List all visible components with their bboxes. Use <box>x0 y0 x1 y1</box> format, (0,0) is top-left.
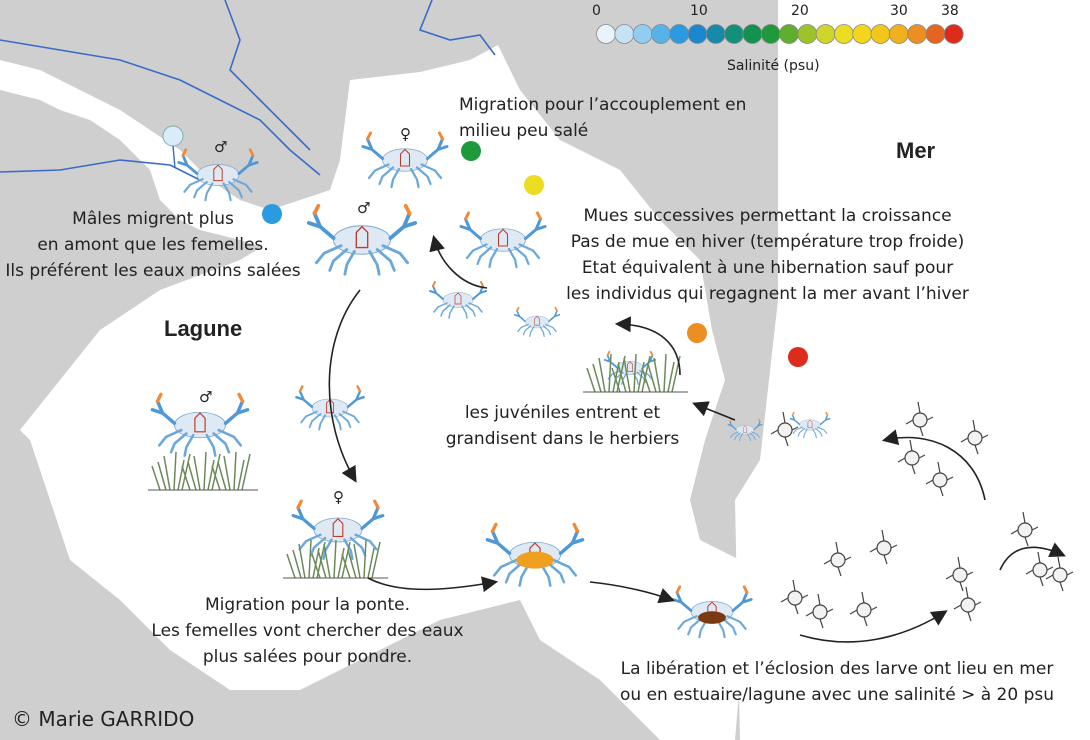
scale-tick-30: 30 <box>890 3 908 19</box>
scale-tick-20: 20 <box>791 3 809 19</box>
scale-swatch <box>888 24 909 44</box>
annotation-males: Mâles migrent plus en amont que les feme… <box>5 209 301 281</box>
river-line <box>224 0 311 151</box>
scale-tick-38: 38 <box>941 3 959 19</box>
annotation-mating: Migration pour l’accouplement en milieu … <box>459 95 747 141</box>
scale-swatch <box>687 24 708 44</box>
scale-swatch <box>925 24 946 44</box>
male-symbol: ♂ <box>199 388 213 406</box>
scale-swatch <box>779 24 799 44</box>
river-line <box>418 0 496 56</box>
male-symbol: ♂ <box>214 138 228 156</box>
migration-arrows <box>328 234 1066 643</box>
crab-berried-female <box>485 522 585 588</box>
lagoon-water <box>0 45 745 740</box>
scale-swatch <box>596 24 616 44</box>
salinity-marker-yellow <box>524 175 544 195</box>
scale-swatch <box>614 24 635 44</box>
sea-area <box>735 0 1090 740</box>
salinity-marker-red <box>788 347 808 367</box>
scale-swatch <box>852 24 873 44</box>
annotation-spawning: Migration pour la ponte. Les femelles vo… <box>151 595 464 667</box>
annotation-molting: Mues successives permettant la croissanc… <box>566 206 969 304</box>
scale-tick-10: 10 <box>690 3 708 19</box>
scale-swatch <box>651 24 671 44</box>
scale-tick-0: 0 <box>592 3 601 19</box>
region-sea-label: Mer <box>896 138 936 163</box>
scale-swatch <box>943 24 964 44</box>
annotation-larvae: La libération et l’éclosion des larve on… <box>619 659 1055 705</box>
scale-swatch <box>815 24 836 44</box>
river-line <box>0 159 201 181</box>
credit-label: © Marie GARRIDO <box>12 707 195 731</box>
region-lagoon-label: Lagune <box>164 316 243 341</box>
female-symbol: ♀ <box>400 125 411 143</box>
scale-swatch <box>669 24 690 44</box>
scale-swatch <box>870 24 891 44</box>
river-line <box>0 39 321 176</box>
salinity-marker-low <box>262 204 282 224</box>
scale-swatch <box>834 24 854 44</box>
crab-releasing-larvae <box>671 585 753 639</box>
scale-swatch <box>760 24 781 44</box>
scale-swatch <box>797 24 818 44</box>
salinity-scale <box>596 24 964 44</box>
salinity-marker-fresh <box>162 125 184 147</box>
annotation-juveniles: les juvéniles entrent et grandisent dans… <box>445 403 680 449</box>
salinity-marker-orange <box>687 323 707 343</box>
female-symbol: ♀ <box>333 488 344 506</box>
male-symbol: ♂ <box>357 199 371 217</box>
scale-swatch <box>907 24 927 44</box>
scale-swatch <box>724 24 744 44</box>
scale-title: Salinité (psu) <box>727 58 820 74</box>
scale-swatch <box>632 24 653 44</box>
scale-swatch <box>705 24 726 44</box>
salinity-marker-green <box>461 141 481 161</box>
scale-swatch <box>742 24 763 44</box>
